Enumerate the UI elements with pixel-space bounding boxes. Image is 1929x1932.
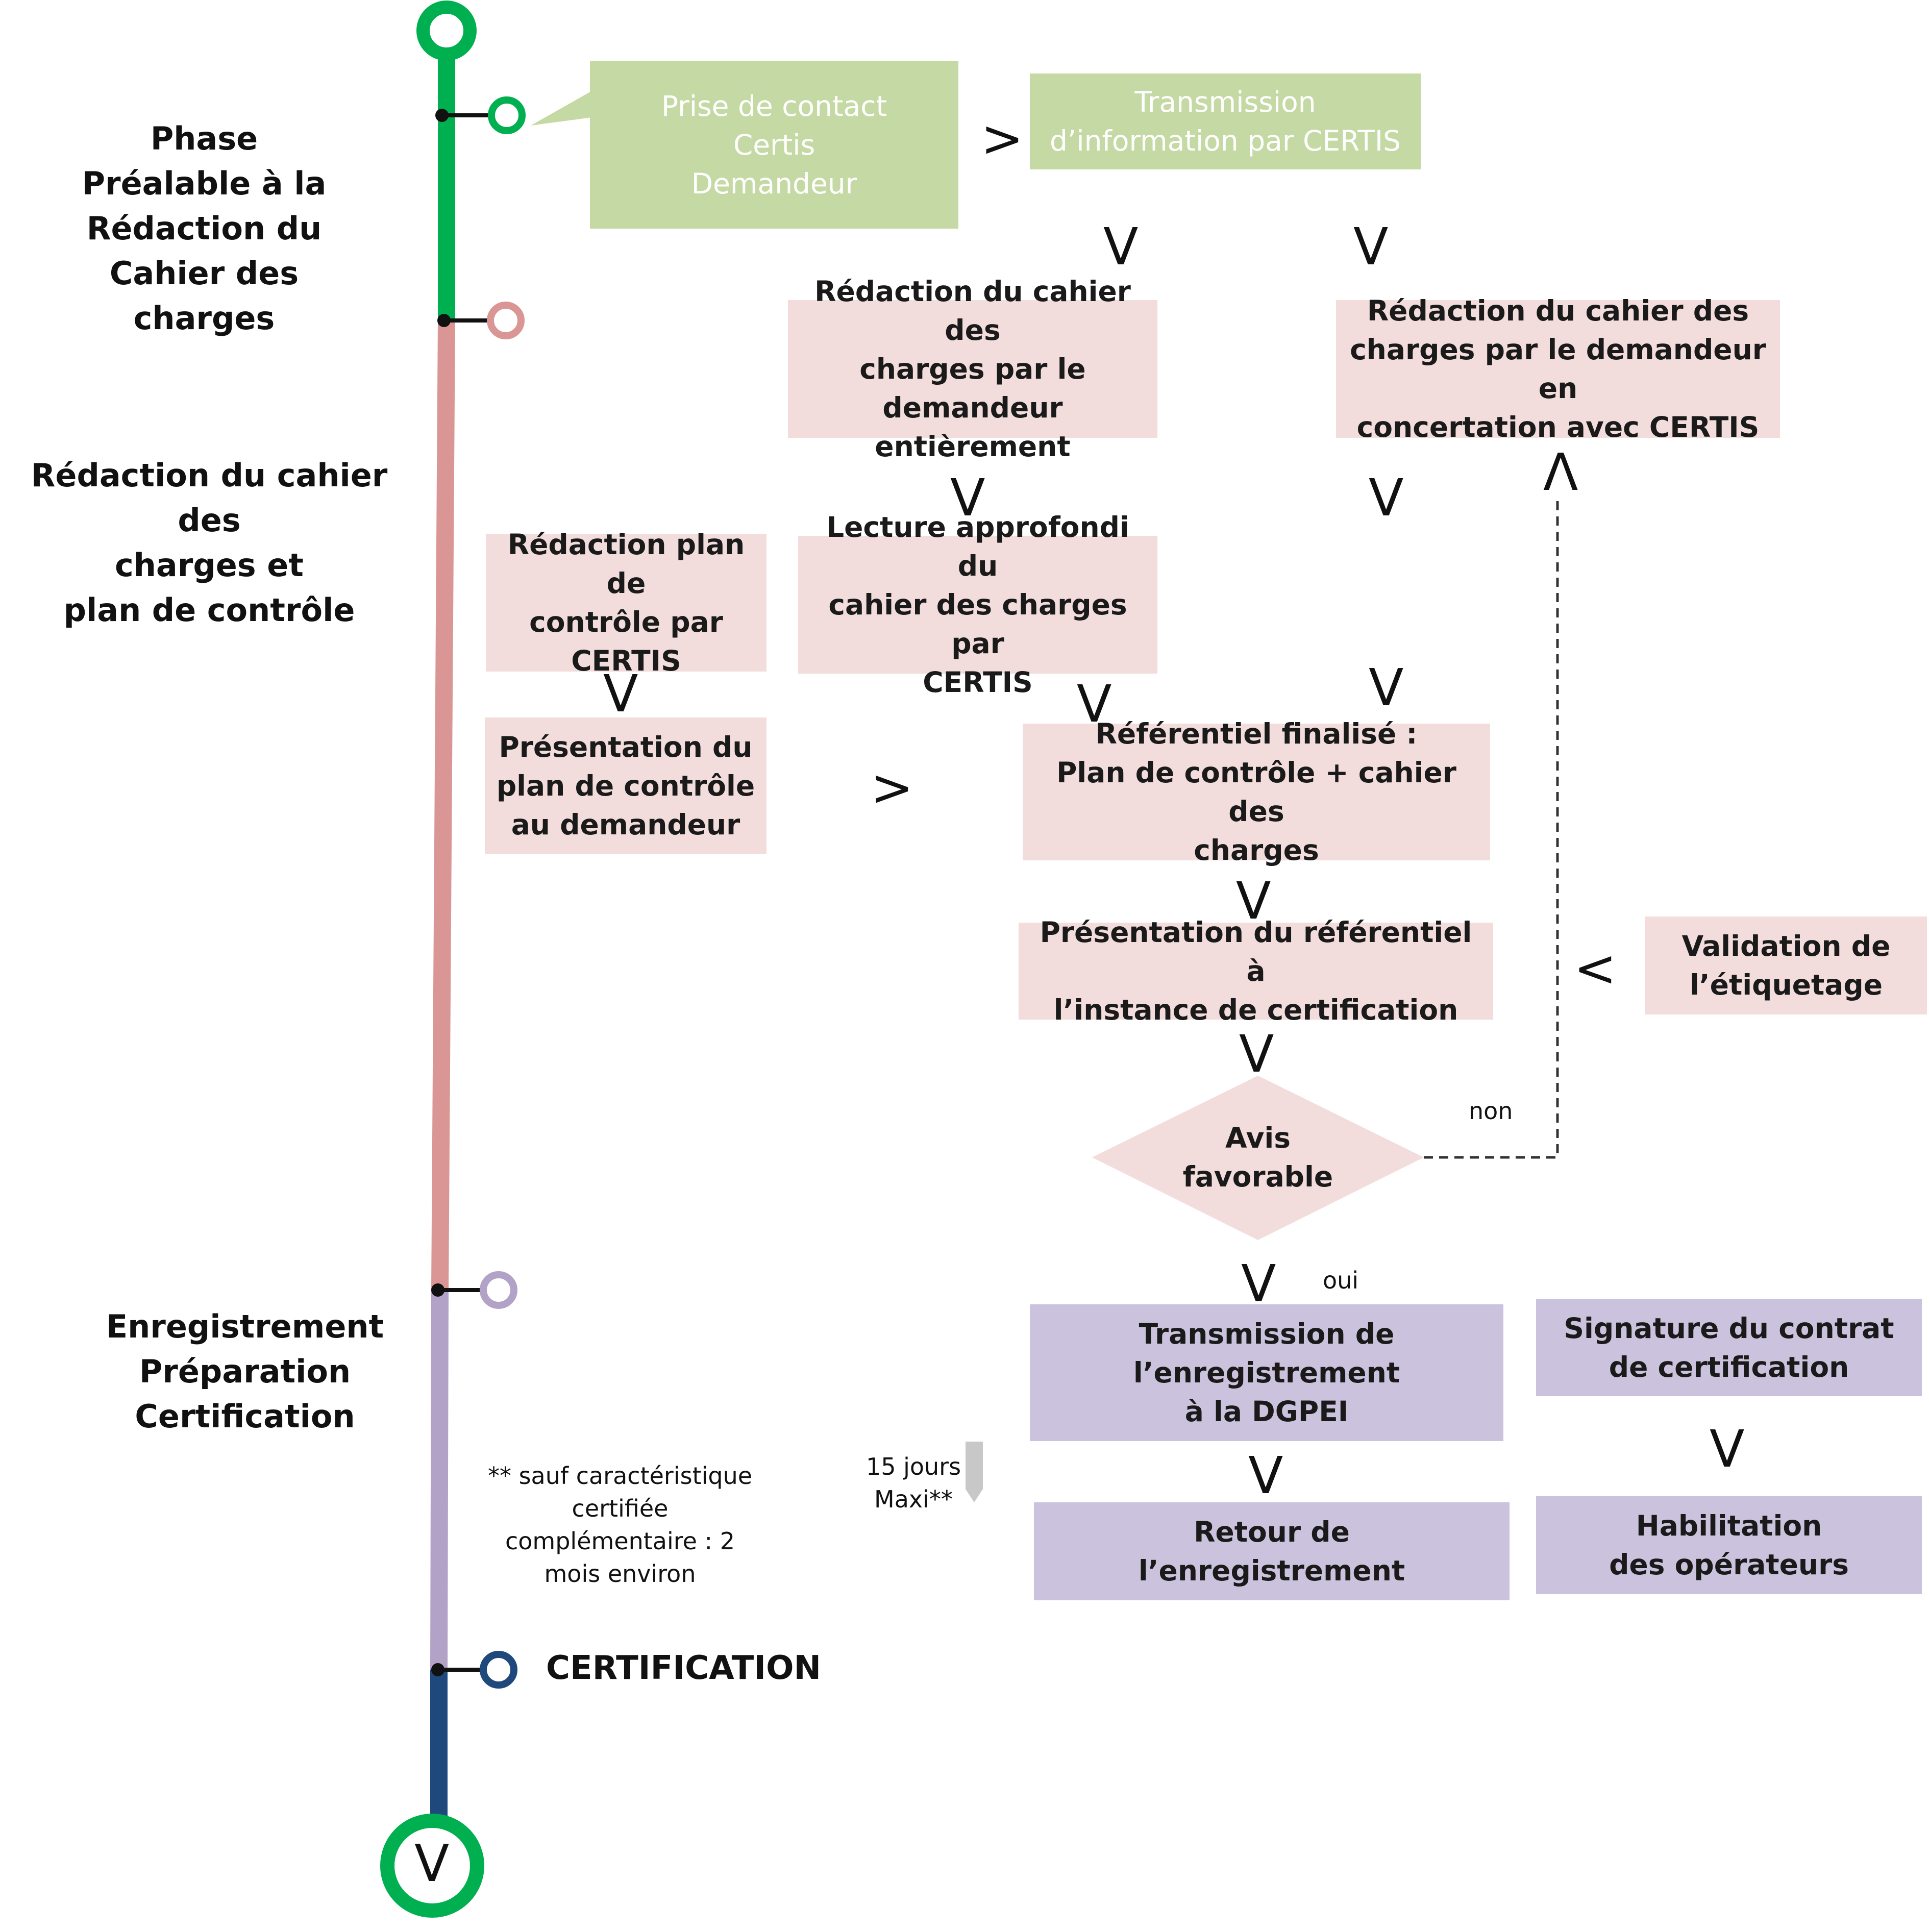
milestone-ring-3 xyxy=(480,1271,517,1309)
node-transmission-dgpei: Transmission de l’enregistrement à la DG… xyxy=(1030,1304,1503,1441)
phase-label-drafting: Rédaction du cahier des charges et plan … xyxy=(31,457,388,629)
timeline-segment-registration xyxy=(430,1290,449,1670)
arrow-down-8: V xyxy=(1236,871,1271,931)
phase-label-preliminary: Phase Préalable à la Rédaction du Cahier… xyxy=(82,120,327,337)
node-redaction-demandeur: Rédaction du cahier des charges par le d… xyxy=(788,275,1157,463)
milestone-ring-2 xyxy=(487,302,525,339)
arrow-down-12: V xyxy=(1710,1419,1745,1479)
label-delay: 15 jours Maxi** xyxy=(865,1453,961,1513)
phase-label-registration: Enregistrement Préparation Certification xyxy=(106,1308,384,1435)
arrow-left-1: < xyxy=(1574,938,1617,998)
node-presentation-referentiel: Présentation du référentiel à l’instance… xyxy=(1019,916,1493,1026)
decision-diamond xyxy=(1092,1076,1424,1240)
milestone-dot-2 xyxy=(437,314,451,327)
node-habilitation-operateurs: Habilitation des opérateurs xyxy=(1536,1496,1922,1594)
node-referentiel-finalise: Référentiel finalisé : Plan de contrôle … xyxy=(1023,717,1490,866)
arrow-down-7: V xyxy=(1369,658,1404,717)
node-signature-contrat: Signature du contrat de certification xyxy=(1536,1299,1922,1396)
footnote: ** sauf caractéristique certifiée complé… xyxy=(487,1462,753,1588)
arrow-down-1: V xyxy=(1103,217,1139,277)
node-lecture-approfondie: Lecture approfondi du cahier des charges… xyxy=(798,511,1157,699)
node-avis-favorable: Avis favorable xyxy=(1182,1122,1333,1193)
milestone-dot-3 xyxy=(431,1283,444,1297)
label-non: non xyxy=(1469,1097,1513,1125)
node-transmission-information: Transmission d’information par CERTIS xyxy=(1030,73,1421,169)
timeline-end-marker xyxy=(380,1814,484,1918)
node-prise-de-contact: Prise de contact Certis Demandeur xyxy=(590,61,958,229)
arrow-down-2: V xyxy=(1353,217,1389,277)
arrow-down-4: V xyxy=(1369,468,1404,528)
arrow-down-11: V xyxy=(1248,1446,1283,1505)
delay-arrow xyxy=(966,1442,983,1502)
certification-label: CERTIFICATION xyxy=(546,1649,822,1687)
arrow-down-end: V xyxy=(414,1834,450,1893)
node-retour-enregistrement: Retour de l’enregistrement xyxy=(1034,1502,1510,1600)
arrow-up-1: Λ xyxy=(1543,442,1578,502)
milestone-dot-1 xyxy=(435,109,449,122)
timeline-segment-drafting xyxy=(431,320,455,1291)
feedback-loop-non xyxy=(1424,495,1559,1159)
milestone-ring-1 xyxy=(488,96,526,134)
milestone-dot-4 xyxy=(431,1663,444,1676)
callout-pointer xyxy=(531,91,592,126)
node-redaction-concertation: Rédaction du cahier des charges par le d… xyxy=(1336,294,1780,443)
arrow-down-10: V xyxy=(1241,1254,1276,1314)
node-redaction-plan-controle: Rédaction plan de contrôle par CERTIS xyxy=(486,528,766,677)
arrow-right-1: > xyxy=(981,109,1024,168)
label-oui: oui xyxy=(1323,1267,1359,1294)
arrow-right-2: > xyxy=(871,758,913,818)
arrow-down-9: V xyxy=(1239,1024,1274,1084)
node-presentation-plan: Présentation du plan de contrôle au dema… xyxy=(485,717,766,854)
node-validation-etiquetage: Validation de l’étiquetage xyxy=(1645,917,1927,1014)
arrow-down-5: V xyxy=(603,664,638,724)
timeline-start-marker xyxy=(416,1,477,61)
arrow-down-6: V xyxy=(1077,674,1112,734)
arrow-down-3: V xyxy=(950,468,985,528)
milestone-ring-4 xyxy=(480,1651,517,1689)
